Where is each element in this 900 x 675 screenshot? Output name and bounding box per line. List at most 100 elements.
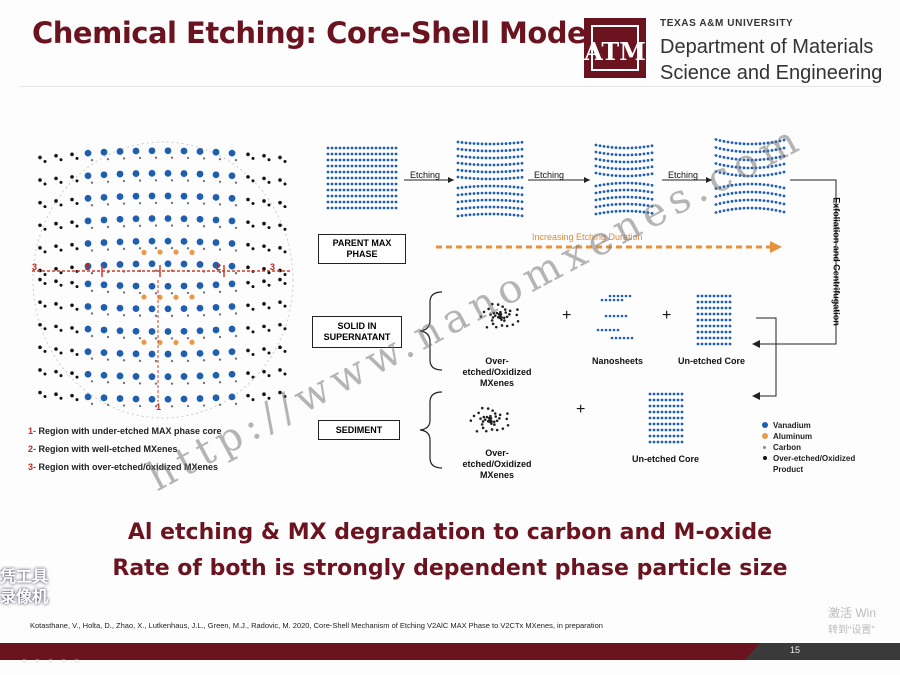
overetched-atom <box>278 246 282 250</box>
nanosheet-atom <box>608 298 612 302</box>
atom <box>614 160 618 164</box>
atom <box>598 151 602 155</box>
atom <box>460 186 464 189</box>
atom <box>704 342 708 346</box>
atom <box>492 149 496 153</box>
atom <box>622 188 626 192</box>
overetched-atom <box>495 428 499 432</box>
atom <box>754 206 758 210</box>
overetched-atom <box>251 247 255 251</box>
carbon-atom <box>90 357 94 360</box>
vanadium-atom <box>196 372 204 380</box>
atom <box>516 206 520 210</box>
atom <box>746 198 750 202</box>
carbon-atom <box>170 359 174 363</box>
atom <box>362 188 366 192</box>
atom <box>342 200 346 204</box>
atom <box>338 206 342 210</box>
atom <box>618 188 622 192</box>
overetched-atom <box>38 246 42 250</box>
carbon-atom <box>186 291 190 295</box>
atom <box>758 190 762 194</box>
vanadium-atom <box>164 237 172 245</box>
atom <box>508 148 512 152</box>
atom <box>712 342 716 346</box>
atom <box>342 158 346 162</box>
etching-label-2: Etching <box>534 170 565 180</box>
atom <box>472 156 476 159</box>
atom <box>762 183 766 187</box>
atom <box>594 164 598 168</box>
atom <box>724 342 728 346</box>
atom <box>652 392 656 396</box>
vanadium-atom <box>132 305 140 313</box>
atom <box>638 196 642 200</box>
atom <box>464 213 468 217</box>
vanadium-atom <box>228 393 236 401</box>
carbon-dot <box>763 446 766 449</box>
atom <box>660 428 664 432</box>
overetched-atom <box>38 322 42 327</box>
overetched-atom <box>43 349 47 353</box>
atom <box>326 146 330 150</box>
atom <box>326 176 330 180</box>
carbon-atom <box>234 204 238 207</box>
atom <box>464 185 468 189</box>
atom <box>746 158 750 162</box>
atom <box>648 398 652 402</box>
atom <box>346 194 350 198</box>
atom <box>626 188 630 192</box>
citation: Kotasthane, V., Holta, D., Zhao, X., Lut… <box>30 621 603 630</box>
vanadium-atom <box>180 170 188 177</box>
atom <box>338 170 342 174</box>
atom <box>646 151 650 155</box>
atom <box>358 176 362 180</box>
atom <box>516 176 520 180</box>
overetched-atom <box>262 176 266 181</box>
atom <box>770 140 774 144</box>
sediment-unetched-core <box>648 392 684 444</box>
atom <box>346 170 350 174</box>
overetched-atom <box>59 203 63 207</box>
atom <box>594 157 598 161</box>
sediment-item-unetched-core: Un-etched Core <box>632 454 700 464</box>
atom <box>668 404 672 408</box>
nanosheet-atom <box>610 336 614 340</box>
atom <box>648 404 652 408</box>
overetched-atom <box>246 265 250 270</box>
atom <box>488 191 492 195</box>
atom <box>668 410 672 414</box>
carbon-atom <box>90 181 94 184</box>
atom <box>496 212 500 216</box>
carbon-atom <box>170 337 174 340</box>
atom <box>668 428 672 432</box>
atom <box>386 182 390 186</box>
atom <box>366 164 370 168</box>
atom <box>354 146 358 150</box>
atom <box>762 157 766 161</box>
atom <box>656 392 660 396</box>
carbon-atom <box>218 335 222 339</box>
atom <box>724 294 728 298</box>
vanadium-atom <box>100 304 108 311</box>
atom <box>668 422 672 426</box>
atom <box>778 171 782 175</box>
atom <box>614 146 618 150</box>
overetched-atom <box>267 374 271 378</box>
atom <box>516 148 520 152</box>
atom <box>750 174 754 178</box>
carbon-atom <box>234 249 238 252</box>
atom <box>334 164 338 168</box>
atom <box>480 163 484 167</box>
atom <box>758 182 762 186</box>
carbon-atom <box>122 404 126 407</box>
atom <box>338 200 342 204</box>
atom <box>696 342 700 346</box>
atom <box>626 174 630 178</box>
atom <box>716 324 720 328</box>
vanadium-atom <box>180 215 188 223</box>
atom <box>770 200 774 204</box>
nanosheet-atom <box>620 294 624 298</box>
atom <box>382 200 386 204</box>
atom <box>716 294 720 298</box>
